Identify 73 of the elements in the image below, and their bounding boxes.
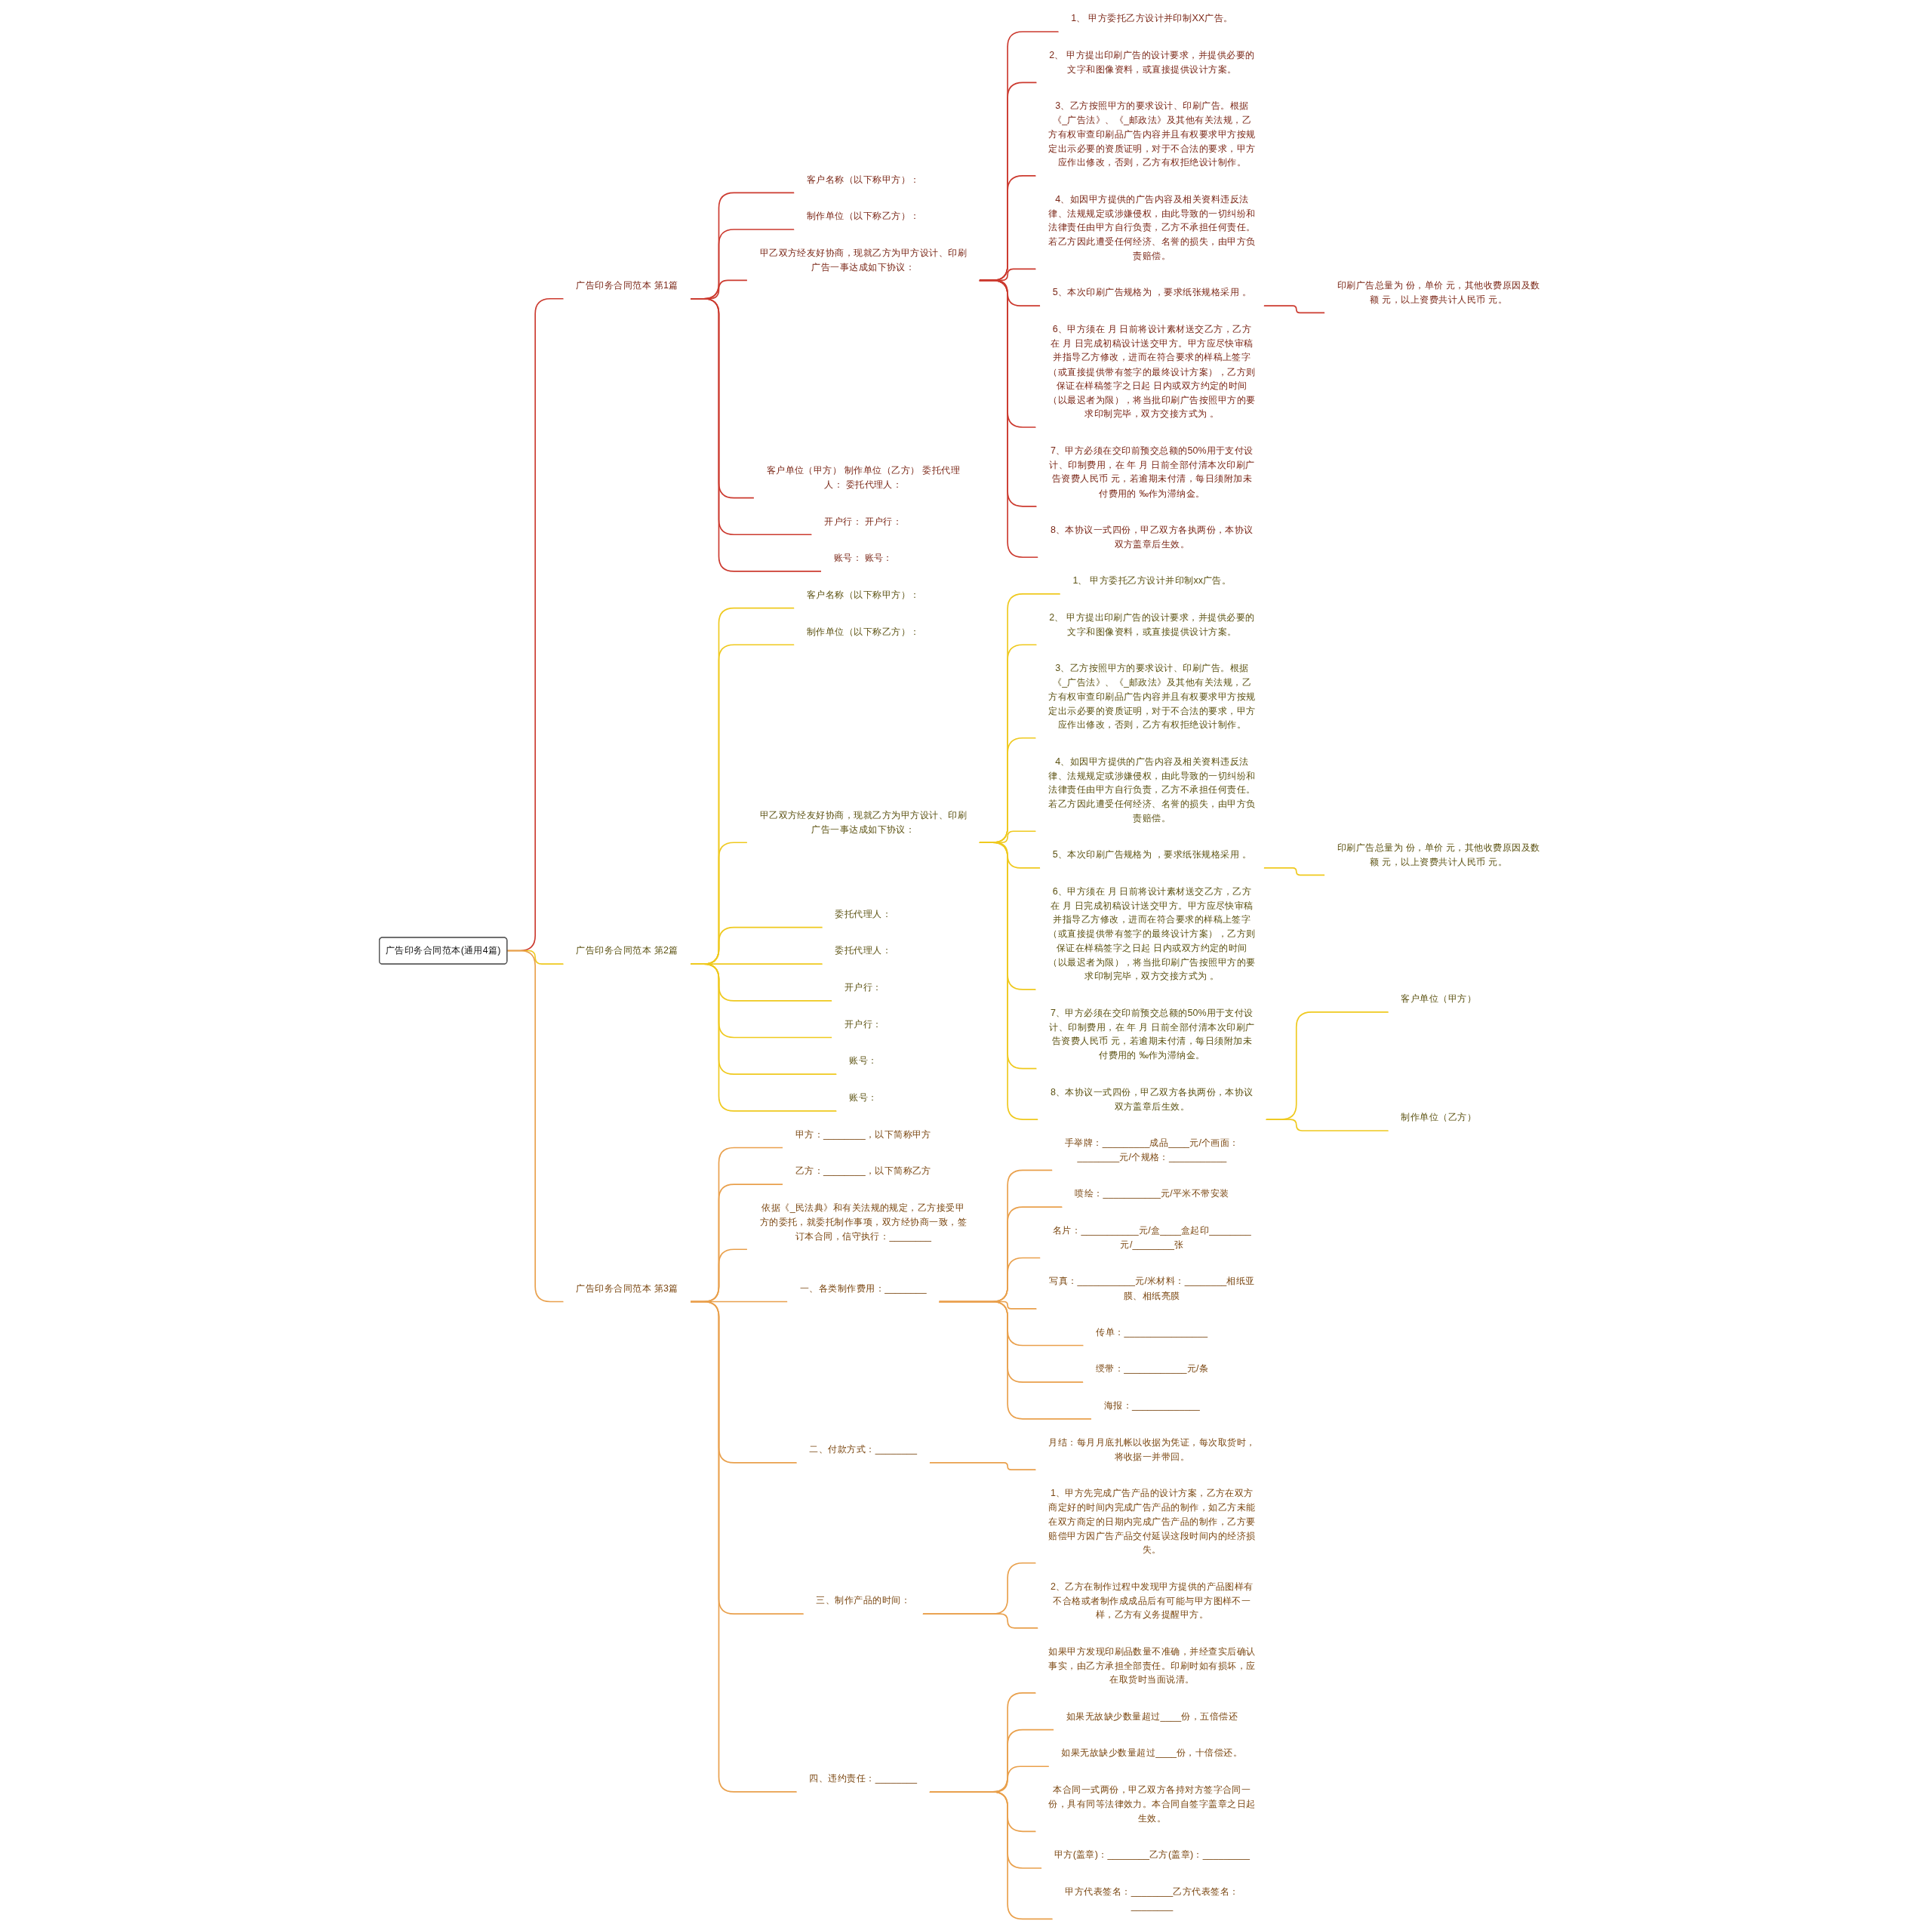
- node-text: 客户单位（甲方） 制作单位（乙方） 委托代理人： 委托代理人：: [766, 464, 961, 490]
- node-text: 客户名称（以下称甲方）：: [806, 173, 920, 185]
- node-text: 1、 甲方委托乙方设计并印制XX广告。: [1071, 12, 1233, 23]
- node-text: 喷绘：___________元/平米不带安装: [1075, 1187, 1229, 1199]
- node-text: 7、甲方必须在交印前预交总额的50%用于支付设计、印制费用，在 年 月 日前全部付清本次印刷广告资费人民币 元，若逾期未付清，每日须附加未付费用的 ‰作为滞纳金。: [1049, 1007, 1255, 1061]
- connector: [690, 963, 838, 1112]
- node-text: 如果无故缺少数量超过____份，十倍偿还。: [1061, 1747, 1243, 1758]
- node-text: 二、付款方式：________: [809, 1443, 918, 1455]
- node-text: 写真：___________元/米材料：________相纸亚膜、相纸亮膜: [1049, 1275, 1255, 1301]
- node-text: 印刷广告总量为 份，单价 元，其他收费原因及数额 元，以上资费共计人民币 元。: [1337, 279, 1540, 305]
- node-text: 甲方(盖章)：________乙方(盖章)：_________: [1054, 1849, 1251, 1860]
- node-text: 3、乙方按照甲方的要求设计、印刷广告。根据《_广告法》、《_邮政法》及其他有关法规，乙方有权审查印刷品广告内容并且有权要求甲方按规定出示必要的资质证明，对于不合法的要求，甲方应作出修改，否则，乙方有权拒绝设计制作。: [1048, 100, 1256, 168]
- node-text: 三、制作产品的时间：: [816, 1594, 911, 1605]
- node-text: 6、甲方须在 月 日前将设计素材送交乙方，乙方在 月 日完成初稿设计送交甲方。甲方应尽快审稿并指导乙方修改，进而在符合要求的样稿上签字（或直接提供带有签字的最终设计方案），乙方则保证在样稿签字之日起 日内或双方约定的时间（以最迟者为限），将当批印刷广告按照甲方的要求印制完毕，双方交接方式为 。: [1048, 885, 1256, 981]
- node-text: 账号： 账号：: [833, 552, 893, 563]
- node-text: 5、本次印刷广告规格为 ，要求纸张规格采用 。: [1052, 848, 1252, 860]
- node-text: 甲方代表签名：________乙方代表签名：________: [1065, 1886, 1239, 1911]
- node-text: 甲乙双方经友好协商，现就乙方为甲方设计、印刷广告一事达成如下协议：: [759, 247, 968, 272]
- node-text: 客户名称（以下称甲方）：: [806, 589, 920, 600]
- node-text: 海报：_____________: [1103, 1399, 1201, 1411]
- connector: [929, 1462, 1037, 1471]
- node-text: 乙方：________，以下简称乙方: [795, 1165, 931, 1176]
- node-text: 广告印务合同范本 第1篇: [576, 279, 678, 291]
- connector: [1263, 305, 1325, 314]
- node-text: 广告印务合同范本 第3篇: [576, 1282, 678, 1294]
- connector: [1265, 1119, 1389, 1131]
- node-text: 1、 甲方委托乙方设计并印制xx广告。: [1072, 574, 1232, 586]
- node-text: 广告印务合同范本 第2篇: [576, 944, 678, 956]
- connector: [690, 1301, 798, 1793]
- node-text: 8、本协议一式四份，甲乙双方各执两份，本协议双方盖章后生效。: [1050, 1085, 1254, 1111]
- node-text: 开户行：: [844, 1018, 882, 1030]
- node-text: 制作单位（乙方）: [1401, 1111, 1477, 1122]
- node-text: 月结：每月月底扎帐以收据为凭证，每次取货时，将收据一并带回。: [1048, 1436, 1256, 1461]
- node-text: 绶带：____________元/条: [1095, 1362, 1208, 1374]
- node-text: 7、甲方必须在交印前预交总额的50%用于支付设计、印制费用，在 年 月 日前全部付清本次印刷广告资费人民币 元，若逾期未付清，每日须附加未付费用的 ‰作为滞纳金。: [1049, 445, 1255, 498]
- node-text: 印刷广告总量为 份，单价 元，其他收费原因及数额 元，以上资费共计人民币 元。: [1337, 842, 1540, 867]
- node-text: 甲乙双方经友好协商，现就乙方为甲方设计、印刷广告一事达成如下协议：: [759, 809, 968, 835]
- node-text: 手举牌：_________成品____元/个画面：________元/个规格：___________: [1064, 1137, 1239, 1162]
- node-text: 本合同一式两份，甲乙双方各持对方签字合同一份，具有同等法律效力。本合同自签字盖章之日起生效。: [1048, 1784, 1256, 1824]
- node-text: 4、如因甲方提供的广告内容及相关资料违反法律、法规规定或涉嫌侵权，由此导致的一切纠纷和法律责任由甲方自行负责，乙方不承担任何责任。若乙方因此遭受任何经济、名誉的损失，由甲方负责赔偿。: [1048, 193, 1256, 261]
- node-text: 如果无故缺少数量超过____份，五倍偿还: [1066, 1710, 1238, 1722]
- node-text: 开户行： 开户行：: [824, 515, 903, 527]
- node-text: 开户行：: [844, 981, 882, 993]
- connector: [929, 1791, 1054, 1920]
- node-text: 5、本次印刷广告规格为 ，要求纸张规格采用 。: [1052, 286, 1252, 297]
- node-text: 制作单位（以下称乙方）：: [806, 625, 920, 637]
- node-text: 委托代理人：: [835, 908, 892, 919]
- connector: [1263, 867, 1325, 876]
- node-text: 6、甲方须在 月 日前将设计素材送交乙方，乙方在 月 日完成初稿设计送交甲方。甲方应尽快审稿并指导乙方修改，进而在符合要求的样稿上签字（或直接提供带有签字的最终设计方案），乙方则保证在样稿签字之日起 日内或双方约定的时间（以最迟者为限），将当批印刷广告按照甲方的要求印制完毕，双方交接方式为 。: [1048, 323, 1256, 419]
- node-text: 甲方：________，以下简称甲方: [795, 1128, 931, 1140]
- node-text: 8、本协议一式四份，甲乙双方各执两份，本协议双方盖章后生效。: [1050, 524, 1254, 549]
- node-text: 3、乙方按照甲方的要求设计、印刷广告。根据《_广告法》、《_邮政法》及其他有关法规，乙方有权审查印刷品广告内容并且有权要求甲方按规定出示必要的资质证明，对于不合法的要求，甲方应作出修改，否则，乙方有权拒绝设计制作。: [1048, 662, 1256, 730]
- node-text: 账号：: [849, 1091, 878, 1103]
- node-text: 委托代理人：: [835, 944, 892, 956]
- node-text: 2、乙方在制作过程中发现甲方提供的产品图样有不合格或者制作成成品后有可能与甲方图样不一样，乙方有义务提醒甲方。: [1050, 1581, 1254, 1620]
- connector: [978, 842, 1039, 1120]
- node-text: 如果甲方发现印刷品数量不准确，并经查实后确认事实，由乙方承担全部责任。印刷时如有损坏，应在取货时当面说清。: [1048, 1645, 1256, 1685]
- node-text: 2、 甲方提出印刷广告的设计要求，并提供必要的文字和图像资料，或直接提供设计方案。: [1049, 49, 1255, 75]
- node-text: 1、甲方先完成广告产品的设计方案，乙方在双方商定好的时间内完成广告产品的制作，如乙方未能在双方商定的日期内完成广告产品的制作，乙方要赔偿甲方因广告产品交付延误这段时间内的经济损失。: [1048, 1487, 1256, 1555]
- connector: [978, 279, 1039, 559]
- node-text: 4、如因甲方提供的广告内容及相关资料违反法律、法规规定或涉嫌侵权，由此导致的一切纠纷和法律责任由甲方自行负责，乙方不承担任何责任。若乙方因此遭受任何经济、名誉的损失，由甲方负责赔偿。: [1048, 756, 1256, 823]
- node-text: 名片：___________元/盒____盒起印________元/________张: [1052, 1224, 1251, 1250]
- node-text: 2、 甲方提出印刷广告的设计要求，并提供必要的文字和图像资料，或直接提供设计方案。: [1049, 611, 1255, 637]
- connector: [938, 1301, 1092, 1420]
- connector: [922, 1613, 1039, 1629]
- node-text: 制作单位（以下称乙方）：: [806, 210, 920, 221]
- node-text: 传单：________________: [1096, 1326, 1208, 1338]
- node-text: 一、各类制作费用：________: [799, 1282, 927, 1294]
- node-text: 四、违约责任：________: [809, 1772, 918, 1784]
- node-text: 账号：: [849, 1054, 878, 1066]
- connector: [690, 297, 822, 572]
- node-text: 客户单位（甲方）: [1401, 993, 1477, 1004]
- node-text: 依据《_民法典》和有关法规的规定，乙方接受甲方的委托，就委托制作事项，双方经协商一致，签订本合同，信守执行：________: [759, 1202, 968, 1242]
